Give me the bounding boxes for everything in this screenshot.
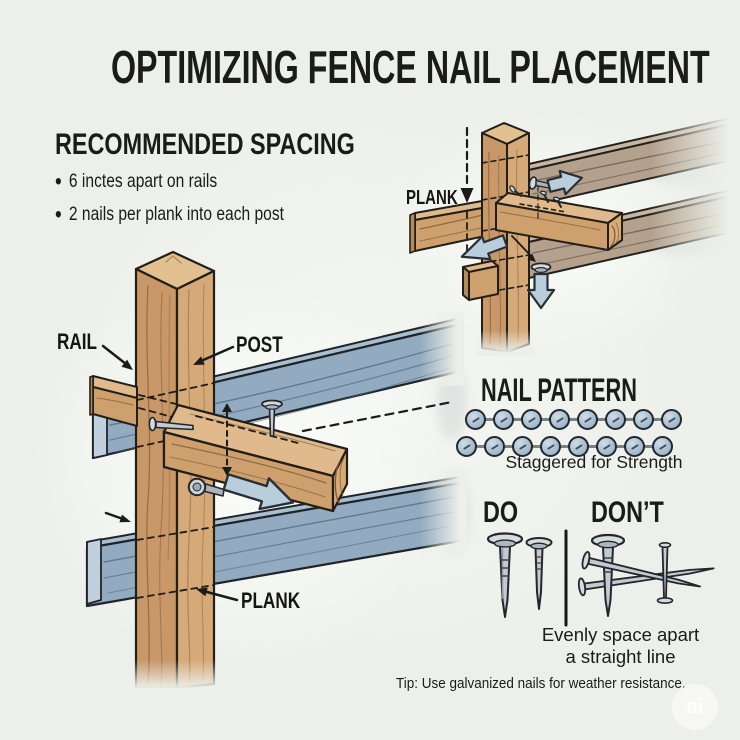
dont-nail-thin-icon xyxy=(656,541,674,604)
joint-plank-label: PLANK xyxy=(406,187,458,209)
nail-pattern-heading: NAIL PATTERN xyxy=(481,372,637,408)
nail-head-icon xyxy=(484,436,505,457)
joint-post xyxy=(481,122,530,353)
do-nail-1-icon xyxy=(486,532,524,618)
main-diagram xyxy=(85,250,467,692)
nail-head-icon xyxy=(549,409,570,430)
arrow-main-icon xyxy=(222,473,295,511)
post-label: POST xyxy=(236,332,283,357)
rail-label-arrow xyxy=(101,344,133,370)
joint-diagram xyxy=(409,100,740,356)
tip-text: Tip: Use galvanized nails for weather re… xyxy=(396,676,686,692)
plank-label-arrow xyxy=(196,587,239,602)
nail-icon-right xyxy=(528,176,550,190)
joint-pointer-line xyxy=(511,235,536,262)
dont-nail-vertical-icon xyxy=(590,533,626,617)
nail-with-arrow-icon xyxy=(187,477,225,497)
nail-head-icon xyxy=(624,436,645,457)
nail-head-icon xyxy=(652,436,673,457)
arrow-left-icon xyxy=(460,234,509,261)
nail-pattern-row-1 xyxy=(465,409,682,430)
arrow-down-icon xyxy=(526,262,556,310)
plank-dashed-arrow xyxy=(460,126,539,257)
joint-block xyxy=(462,260,499,301)
do-heading: DO xyxy=(483,496,519,529)
do-nail-2-icon xyxy=(525,537,553,610)
do-dont-caption-line1: Evenly space apart xyxy=(541,624,700,645)
dont-heading: DON’T xyxy=(591,496,664,529)
dashed-double-arrow xyxy=(222,403,232,476)
nail-head-icon xyxy=(577,409,598,430)
nail-head-icon xyxy=(605,409,626,430)
main-cross-rail xyxy=(162,403,349,513)
nail-head-icon xyxy=(568,436,589,457)
nail-horizontal-icon xyxy=(148,416,194,432)
page-title: OPTIMIZING FENCE NAIL PLACEMENT xyxy=(111,41,710,93)
nail-pattern-row-2 xyxy=(456,436,673,457)
spacing-heading: RECOMMENDED SPACING xyxy=(55,128,355,161)
plank-label: PLANK xyxy=(241,588,301,613)
nail-head-icon xyxy=(493,409,514,430)
spacing-bullets: 6 inctes apart on rails 2 nails per plan… xyxy=(55,165,284,231)
nail-head-icon xyxy=(465,409,486,430)
nail-head-icon xyxy=(512,436,533,457)
do-dont-panel xyxy=(486,529,715,627)
nail-head-icon xyxy=(596,436,617,457)
nail-head-icon xyxy=(540,436,561,457)
do-dont-caption-line2: a straight line xyxy=(565,646,676,667)
spacing-bullet-1: 6 inctes apart on rails xyxy=(55,165,284,198)
tiny-nail-icon xyxy=(540,190,562,208)
joint-cross-rail xyxy=(495,190,623,251)
joint-nail-small-icon xyxy=(509,185,522,197)
main-plank-left-end xyxy=(89,375,138,427)
nail-head-icon xyxy=(521,409,542,430)
nail-head-icon xyxy=(456,436,477,457)
nail-head-icon xyxy=(661,409,682,430)
nail-pattern-caption: Staggered for Strength xyxy=(505,452,683,472)
nail-head-icon xyxy=(633,409,654,430)
rail-label: RAIL xyxy=(57,329,98,354)
small-pointer-arrow xyxy=(104,511,131,523)
post-label-arrow xyxy=(193,345,235,365)
nail-standing-icon xyxy=(261,399,283,437)
watermark-badge: ai xyxy=(672,684,718,730)
spacing-bullet-2: 2 nails per plank into each post xyxy=(55,198,284,231)
arrow-right-icon xyxy=(546,169,584,196)
dont-nail-diag-1-icon xyxy=(577,567,715,597)
dashed-guide-line xyxy=(301,400,454,433)
